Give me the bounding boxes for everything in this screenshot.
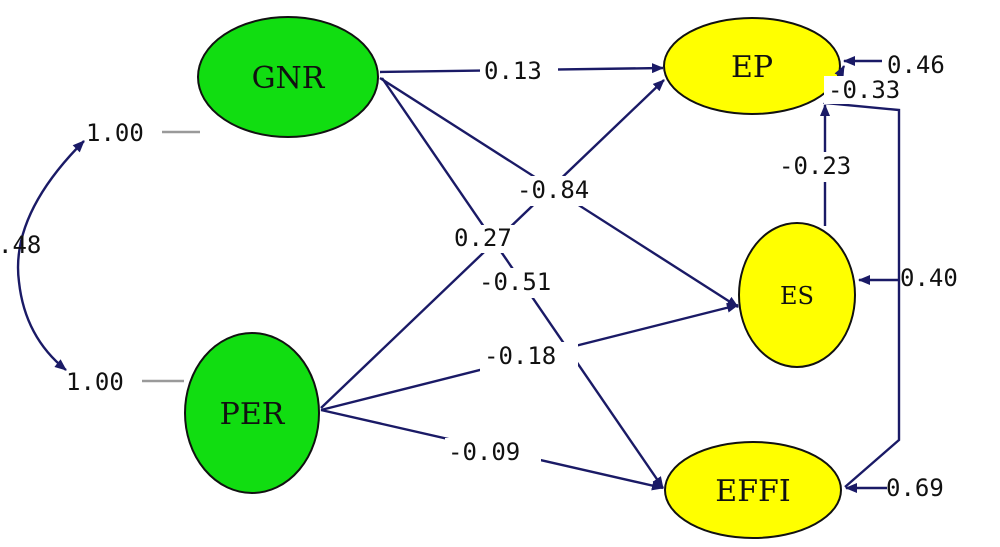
covariance-label: .48 — [0, 231, 41, 259]
covariance-curve — [16, 140, 85, 371]
node-gnr-label: GNR — [252, 61, 326, 96]
path-gnr-effi-label: -0.51 — [479, 268, 551, 296]
node-effi — [664, 441, 842, 539]
variance-label-gnr: 1.00 — [86, 119, 144, 147]
path-effi-ep-label: -0.33 — [828, 76, 900, 104]
node-per-label: PER — [220, 397, 286, 432]
node-es — [738, 222, 856, 368]
error-variance-es: 0.40 — [900, 264, 958, 292]
path-gnr-es-label: -0.84 — [517, 176, 589, 204]
error-variance-ep: 0.46 — [887, 51, 945, 79]
error-variance-effi: 0.69 — [886, 474, 944, 502]
path-per-es-label: -0.18 — [484, 342, 556, 370]
path-per-effi-label: -0.09 — [448, 438, 520, 466]
node-es-label: ES — [780, 282, 814, 310]
path-es-ep-label: -0.23 — [779, 152, 851, 180]
node-ep-label: EP — [731, 50, 773, 85]
node-per — [184, 332, 320, 494]
path-per-ep-label: 0.27 — [454, 224, 512, 252]
variance-label-per: 1.00 — [66, 368, 124, 396]
path-gnr-ep-label: 0.13 — [484, 57, 542, 85]
node-effi-label: EFFI — [715, 474, 790, 509]
node-gnr — [197, 16, 379, 138]
